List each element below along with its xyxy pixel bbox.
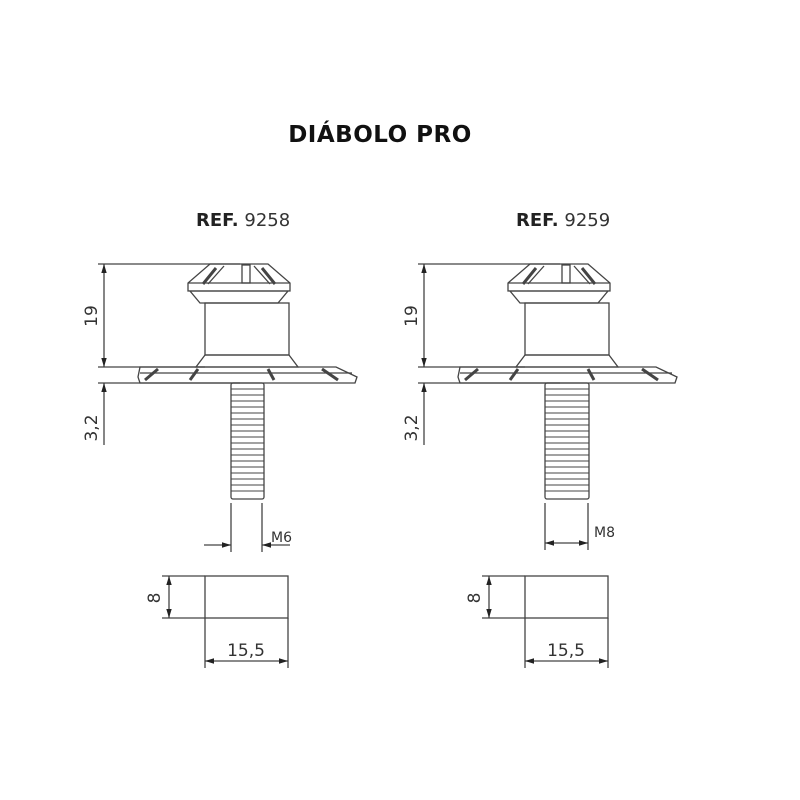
dim-head-height-9259: 19 [402,305,422,327]
ref-9259-label: REF. 9259 [516,210,610,231]
page-title: DIÁBOLO PRO [288,122,472,148]
dim-spacer-width-9258: 15,5 [227,641,265,661]
ref-number: 9258 [244,210,291,231]
dim-base-9258: 3,2 [82,414,102,441]
dim-spacer-height-9258: 8 [145,593,165,604]
diabolo-9259-drawing [418,263,678,668]
dim-base-9259: 3,2 [402,414,422,441]
ref-prefix: REF. [196,210,239,231]
dim-spacer-height-9259: 8 [465,593,485,604]
ref-number: 9259 [564,210,611,231]
dim-thread-9259: M8 [594,525,615,541]
dim-thread-9258: M6 [271,530,292,546]
dim-head-height-9258: 19 [82,305,102,327]
dim-spacer-width-9259: 15,5 [547,641,585,661]
ref-9258-label: REF. 9258 [196,210,290,231]
ref-prefix: REF. [516,210,559,231]
diabolo-9258-drawing [98,263,358,668]
